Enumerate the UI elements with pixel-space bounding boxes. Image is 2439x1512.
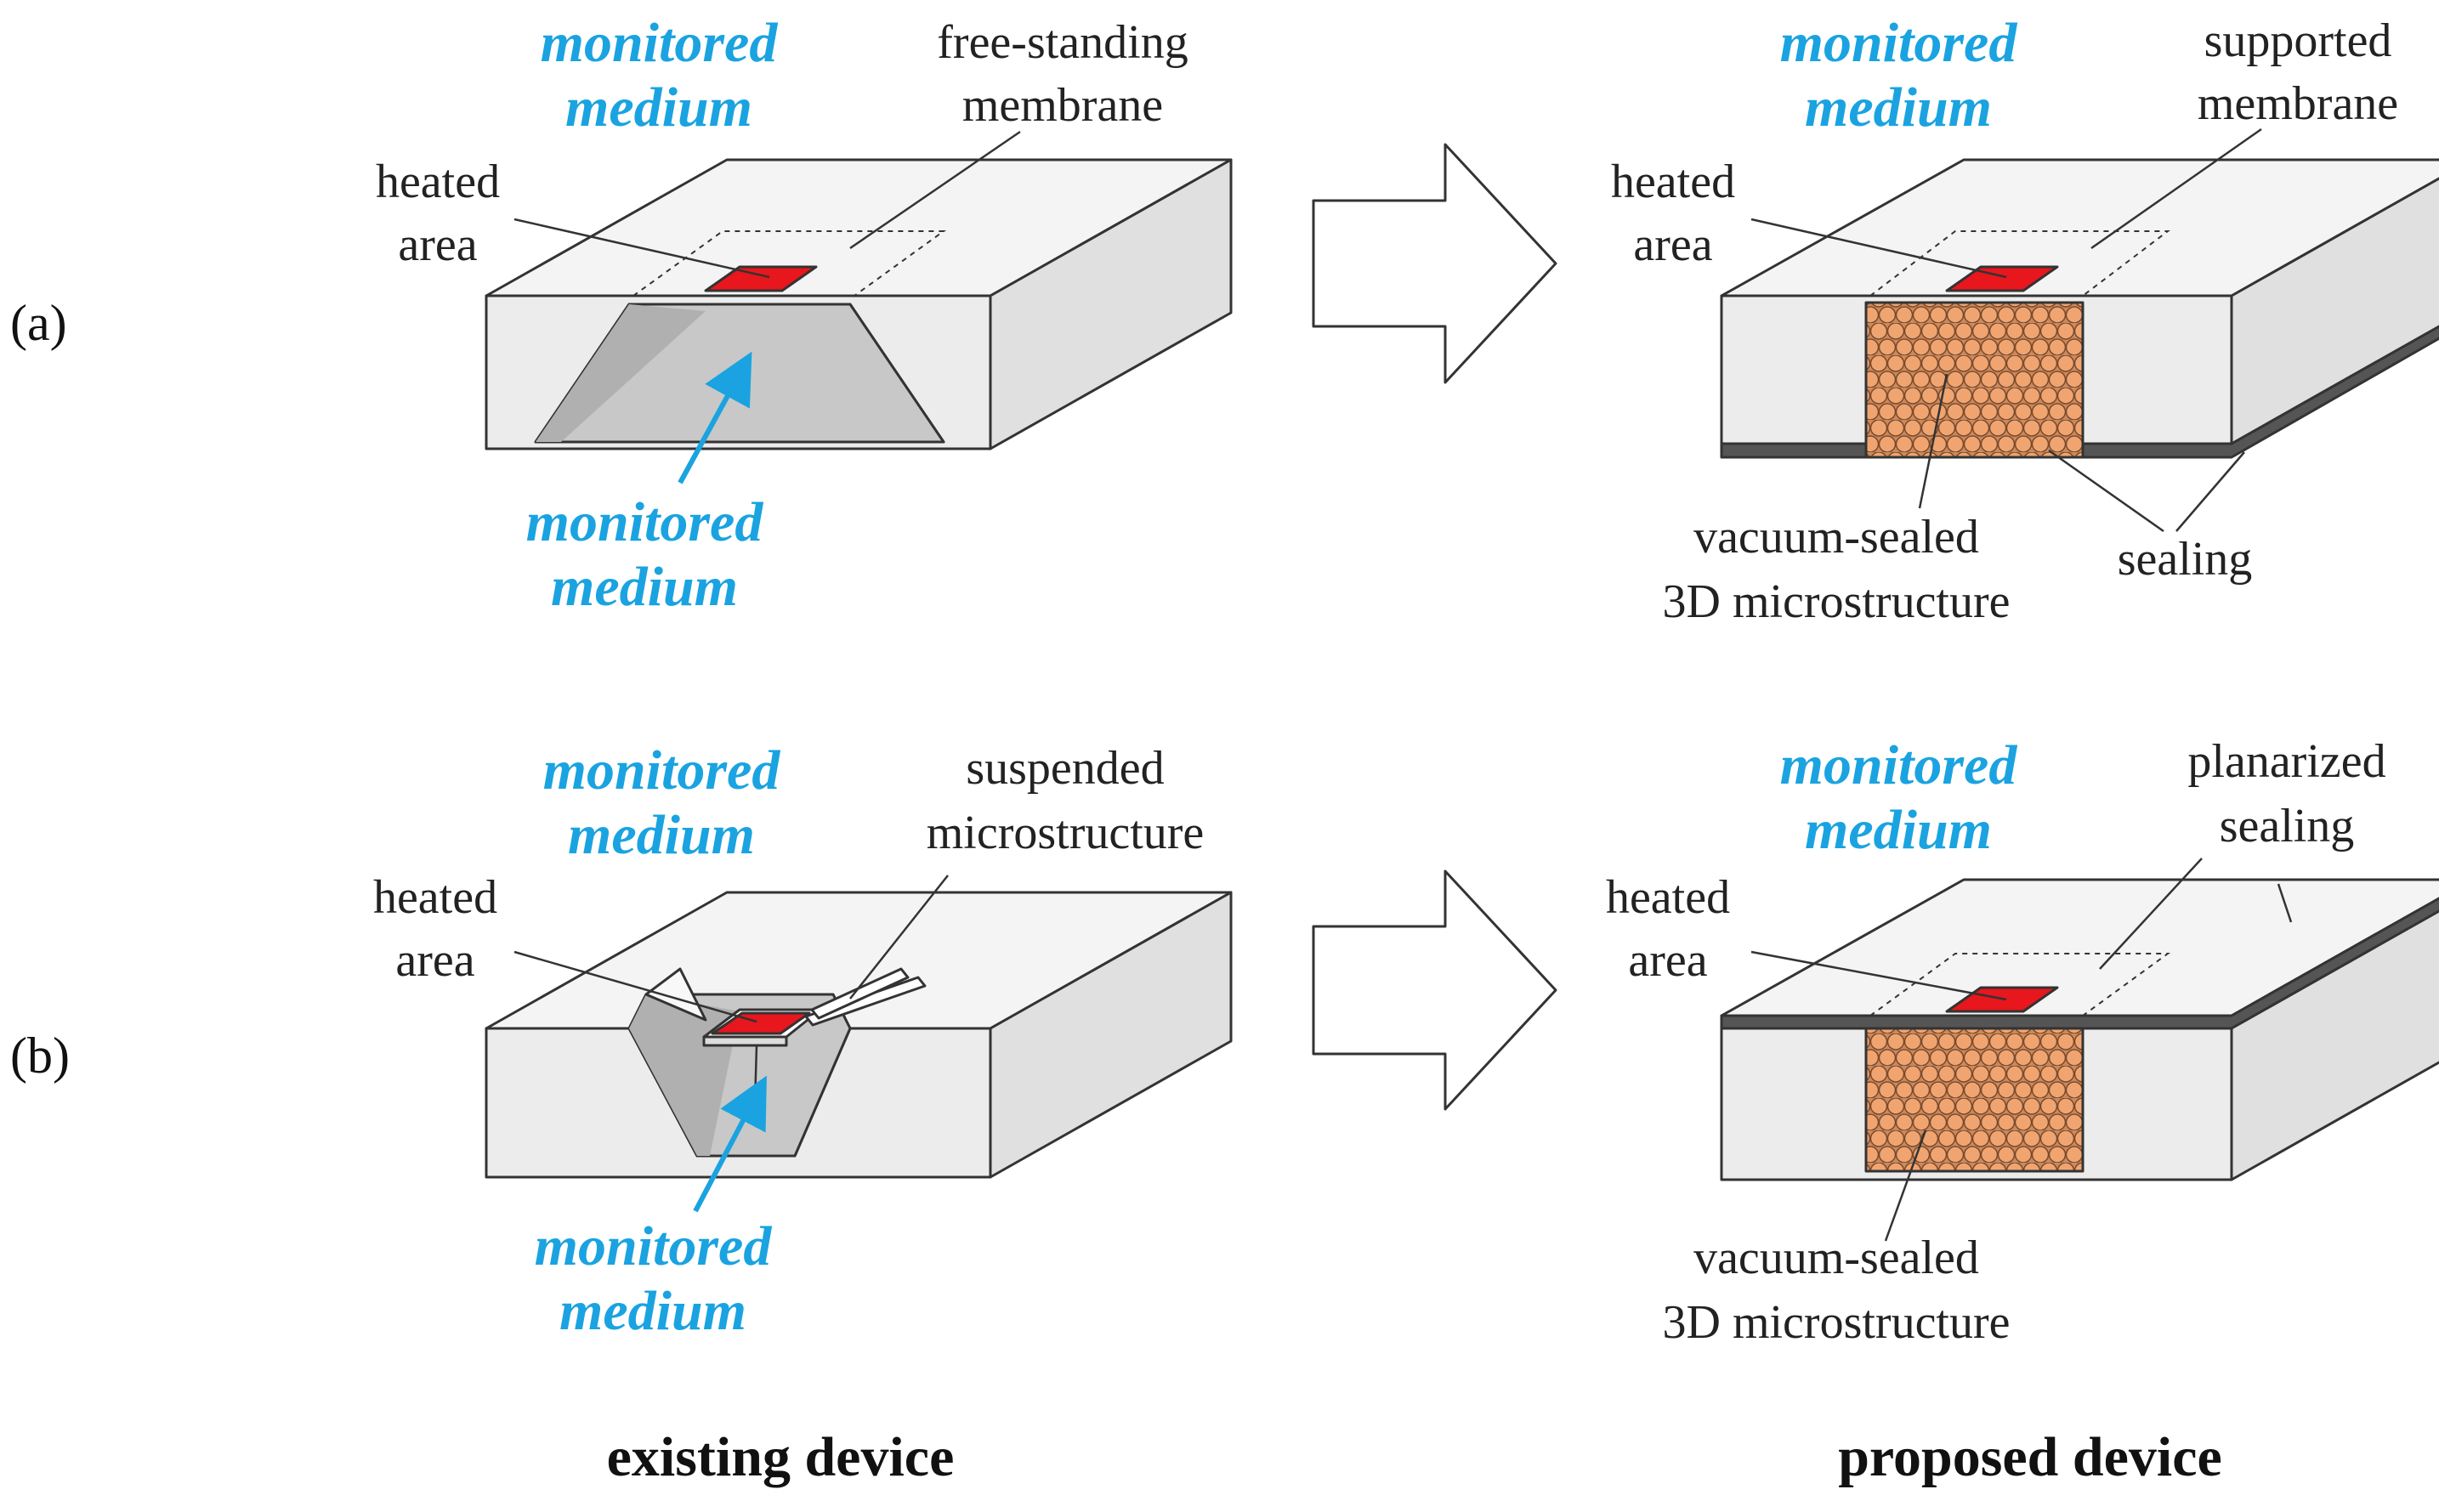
caption-proposed-device: proposed device (1838, 1426, 2222, 1488)
label-b-proposed-heated: heated (1606, 871, 1730, 924)
label-a-existing-area: area (398, 218, 477, 271)
label-b-proposed-3d-microstructure: 3D microstructure (1663, 1296, 2011, 1349)
device-b-existing-flap-left (644, 967, 707, 1022)
label-b-proposed-vacuum-sealed: vacuum-sealed (1693, 1232, 1979, 1284)
leader-a-proposed-sealing-1 (2048, 449, 2164, 533)
device-a-existing (485, 130, 1233, 484)
label-a-proposed-monitored: monitored (1780, 12, 2018, 74)
device-a-proposed-membrane-outline (1868, 230, 2170, 297)
leader-a-existing-heated (513, 218, 770, 279)
device-b-proposed-outline (1867, 953, 2171, 1016)
label-b-existing-medium-bottom: medium (559, 1280, 746, 1342)
label-a-proposed-heated: heated (1611, 156, 1735, 208)
label-b-existing-monitored-top: monitored (543, 739, 781, 801)
leader-a-proposed-membrane (2090, 127, 2262, 250)
caption-existing-device: existing device (607, 1426, 955, 1488)
label-a-proposed-membrane: membrane (2198, 77, 2398, 130)
device-b-proposed (1720, 858, 2439, 1242)
device-a-proposed (1720, 127, 2439, 533)
device-b-proposed-microstructure (1864, 1027, 2084, 1173)
label-a-proposed-area: area (1633, 218, 1712, 271)
label-a-proposed-supported: supported (2204, 14, 2392, 67)
device-a-existing-heater (704, 265, 818, 292)
label-b-proposed-area: area (1628, 934, 1707, 987)
panel-label-a: (a) (10, 295, 67, 351)
label-a-existing-medium-top: medium (565, 76, 752, 139)
label-a-existing-monitored-bottom: monitored (526, 491, 764, 553)
label-a-existing-membrane: membrane (962, 79, 1163, 132)
label-b-existing-medium-top: medium (568, 804, 755, 866)
label-b-proposed-sealing: sealing (2220, 800, 2355, 852)
label-a-proposed-3d-microstructure: 3D microstructure (1663, 575, 2011, 628)
device-b-existing-arm-2 (810, 967, 910, 1020)
label-a-existing-free-standing: free-standing (937, 16, 1188, 69)
label-b-existing-suspended: suspended (966, 742, 1164, 795)
label-a-existing-medium-bottom: medium (551, 556, 738, 618)
arrow-b-existing-medium (693, 1075, 767, 1213)
label-b-existing-heated: heated (373, 871, 497, 924)
label-a-existing-monitored-top: monitored (541, 12, 779, 74)
leader-b-proposed-planarized (2099, 858, 2203, 970)
transition-arrow-b (1312, 869, 1557, 1111)
label-b-proposed-medium: medium (1805, 799, 1992, 861)
leader-a-proposed-vacuum (1918, 373, 1948, 509)
leader-b-existing-heated (513, 950, 757, 1023)
leader-b-existing-suspended (849, 875, 949, 1000)
label-b-existing-monitored-bottom: monitored (535, 1215, 773, 1277)
device-a-existing-cavity-shadow (536, 304, 706, 442)
label-b-proposed-monitored: monitored (1780, 734, 2018, 796)
label-a-proposed-vacuum-sealed: vacuum-sealed (1693, 511, 1979, 563)
leader-a-proposed-heated (1750, 218, 2007, 279)
device-a-existing-membrane-outline (630, 230, 947, 297)
device-a-proposed-heater (1945, 265, 2059, 292)
label-a-proposed-medium: medium (1805, 76, 1992, 139)
device-b-existing-platform-edge (702, 1035, 788, 1047)
device-a-proposed-microstructure (1864, 301, 2084, 459)
device-b-existing-heater (711, 1011, 811, 1035)
arrow-a-existing-medium (678, 351, 752, 484)
label-a-existing-heated: heated (376, 156, 500, 208)
panel-label-b: (b) (10, 1028, 70, 1084)
leader-b-proposed-sealing (2277, 883, 2293, 923)
label-b-existing-area: area (395, 934, 474, 987)
label-b-existing-microstructure: microstructure (927, 807, 1205, 859)
leader-b-proposed-heated (1750, 950, 2007, 1001)
leader-a-existing-membrane (849, 130, 1021, 250)
leader-b-proposed-vacuum (1884, 1130, 1927, 1242)
leader-a-proposed-sealing-2 (2175, 451, 2245, 532)
label-b-proposed-planarized: planarized (2187, 735, 2385, 788)
device-b-existing (485, 875, 1233, 1213)
transition-arrow-a (1312, 143, 1557, 384)
label-a-proposed-sealing: sealing (2118, 533, 2253, 586)
